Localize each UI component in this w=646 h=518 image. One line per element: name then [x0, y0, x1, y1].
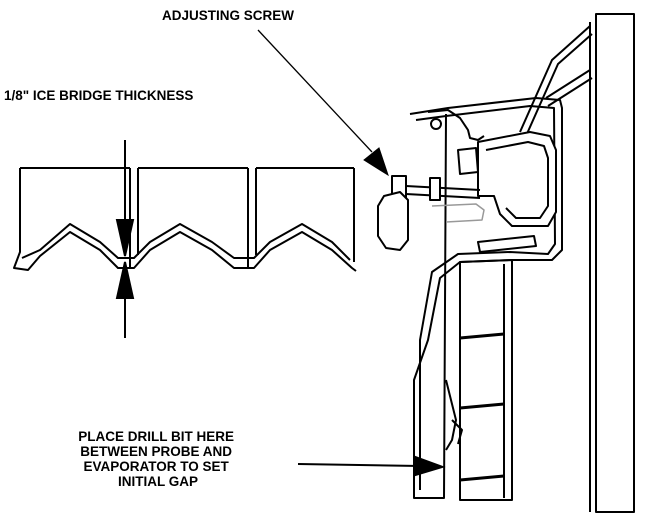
adjusting-screw-shaft: [405, 185, 481, 191]
evaporator-section-2: [459, 402, 505, 410]
ice-grid-outline: [13, 168, 357, 272]
bottom-arrow-head: [115, 261, 135, 299]
drill-bit-label-line-1: PLACE DRILL BIT HERE: [78, 429, 234, 444]
adjusting-screw-shaft-lower: [405, 193, 481, 199]
ice-bridge-thickness-label: 1/8" ICE BRIDGE THICKNESS: [4, 88, 193, 103]
probe-tab: [457, 147, 479, 175]
probe-arm-tip: [451, 419, 463, 445]
drill-bit-label: PLACE DRILL BIT HERE BETWEEN PROBE AND E…: [78, 429, 238, 489]
evaporator-section-3: [459, 474, 505, 482]
evaporator-section-1: [459, 332, 505, 340]
lock-nut: [429, 177, 441, 201]
evaporator-assembly: [377, 13, 635, 513]
probe-housing: [477, 131, 557, 227]
ice-grid-cross-section: [13, 167, 357, 272]
drill-bit-label-line-4: INITIAL GAP: [118, 474, 198, 489]
ice-grid-inner-line: [21, 223, 351, 261]
probe-shoe: [477, 235, 537, 253]
adjusting-screw-nut: [377, 191, 409, 251]
pivot-bracket: [427, 109, 485, 141]
drill-bit-arrow-head: [413, 455, 446, 477]
adjusting-screw-leader: [257, 29, 389, 177]
ice-bridge-arrows: [115, 140, 135, 338]
drill-bit-leader: [297, 455, 446, 477]
adjusting-screw-leader-line: [257, 29, 373, 153]
probe-arm: [445, 379, 457, 451]
evaporator-back-plate: [595, 13, 635, 513]
drill-bit-leader-line: [297, 463, 421, 467]
probe-housing-inner: [485, 141, 549, 219]
mounting-bracket-wire: [519, 25, 593, 137]
drill-bit-label-line-2: BETWEEN PROBE AND: [80, 444, 232, 459]
light-reference-line: [431, 203, 485, 223]
pivot-pin: [430, 118, 442, 130]
adjusting-screw-arrow-head: [363, 147, 389, 177]
top-arrow-head: [115, 219, 135, 257]
evaporator-plate: [459, 259, 513, 501]
drill-bit-label-line-3: EVAPORATOR TO SET: [83, 459, 229, 474]
adjusting-screw-label: ADJUSTING SCREW: [162, 8, 294, 23]
probe-frame-inner: [415, 105, 556, 490]
